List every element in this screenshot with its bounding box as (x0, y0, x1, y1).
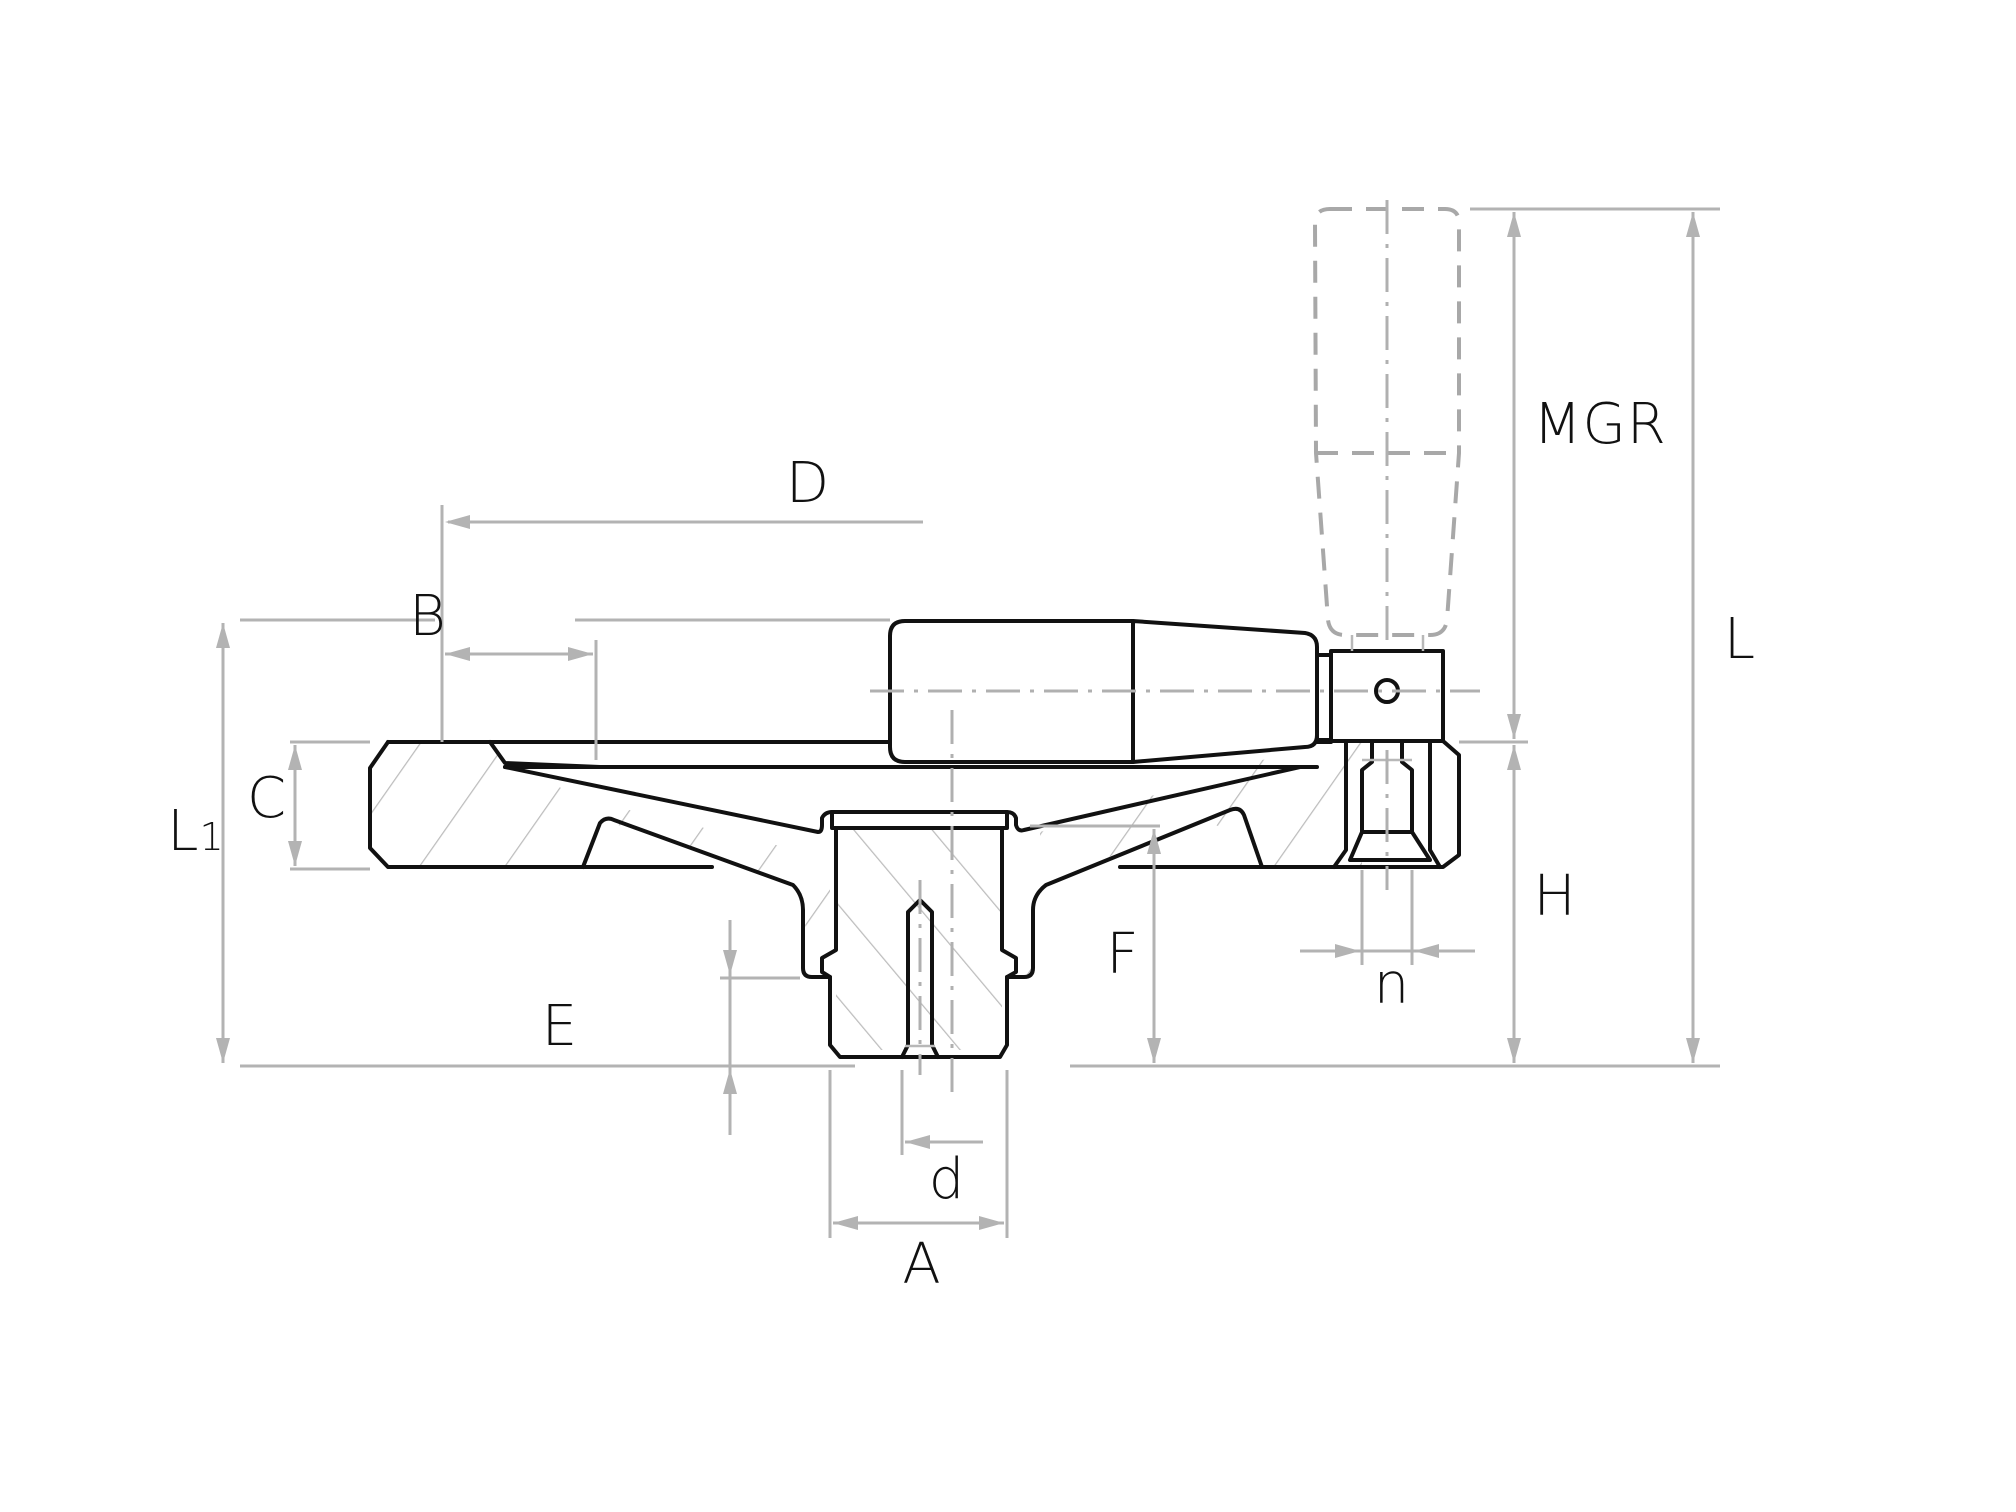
center-lines (870, 200, 1480, 1100)
dimension-label-L1-main: L (167, 799, 200, 864)
dimension-label-B: B (409, 584, 447, 649)
dimension-label-C: C (246, 766, 288, 831)
dimension-label-D: D (785, 451, 831, 516)
dimension-label-H: H (1533, 864, 1577, 929)
dimension-label-L1-subscript: 1 (199, 815, 225, 859)
dimension-lines (216, 207, 1720, 1238)
dimension-label-E: E (541, 994, 579, 1059)
dimension-label-d: d (928, 1147, 966, 1212)
dimension-label-A: A (902, 1232, 942, 1297)
wheel-spoke (503, 765, 1364, 979)
dimension-label-F: F (1106, 922, 1140, 987)
dimension-label-L: L (1723, 607, 1757, 672)
handle-upright-ghost (1312, 207, 1461, 651)
dimension-label-MGR: MGR (1533, 392, 1667, 457)
dimension-label-n: n (1373, 952, 1411, 1017)
dimension-label-L1: L1 (167, 804, 224, 860)
